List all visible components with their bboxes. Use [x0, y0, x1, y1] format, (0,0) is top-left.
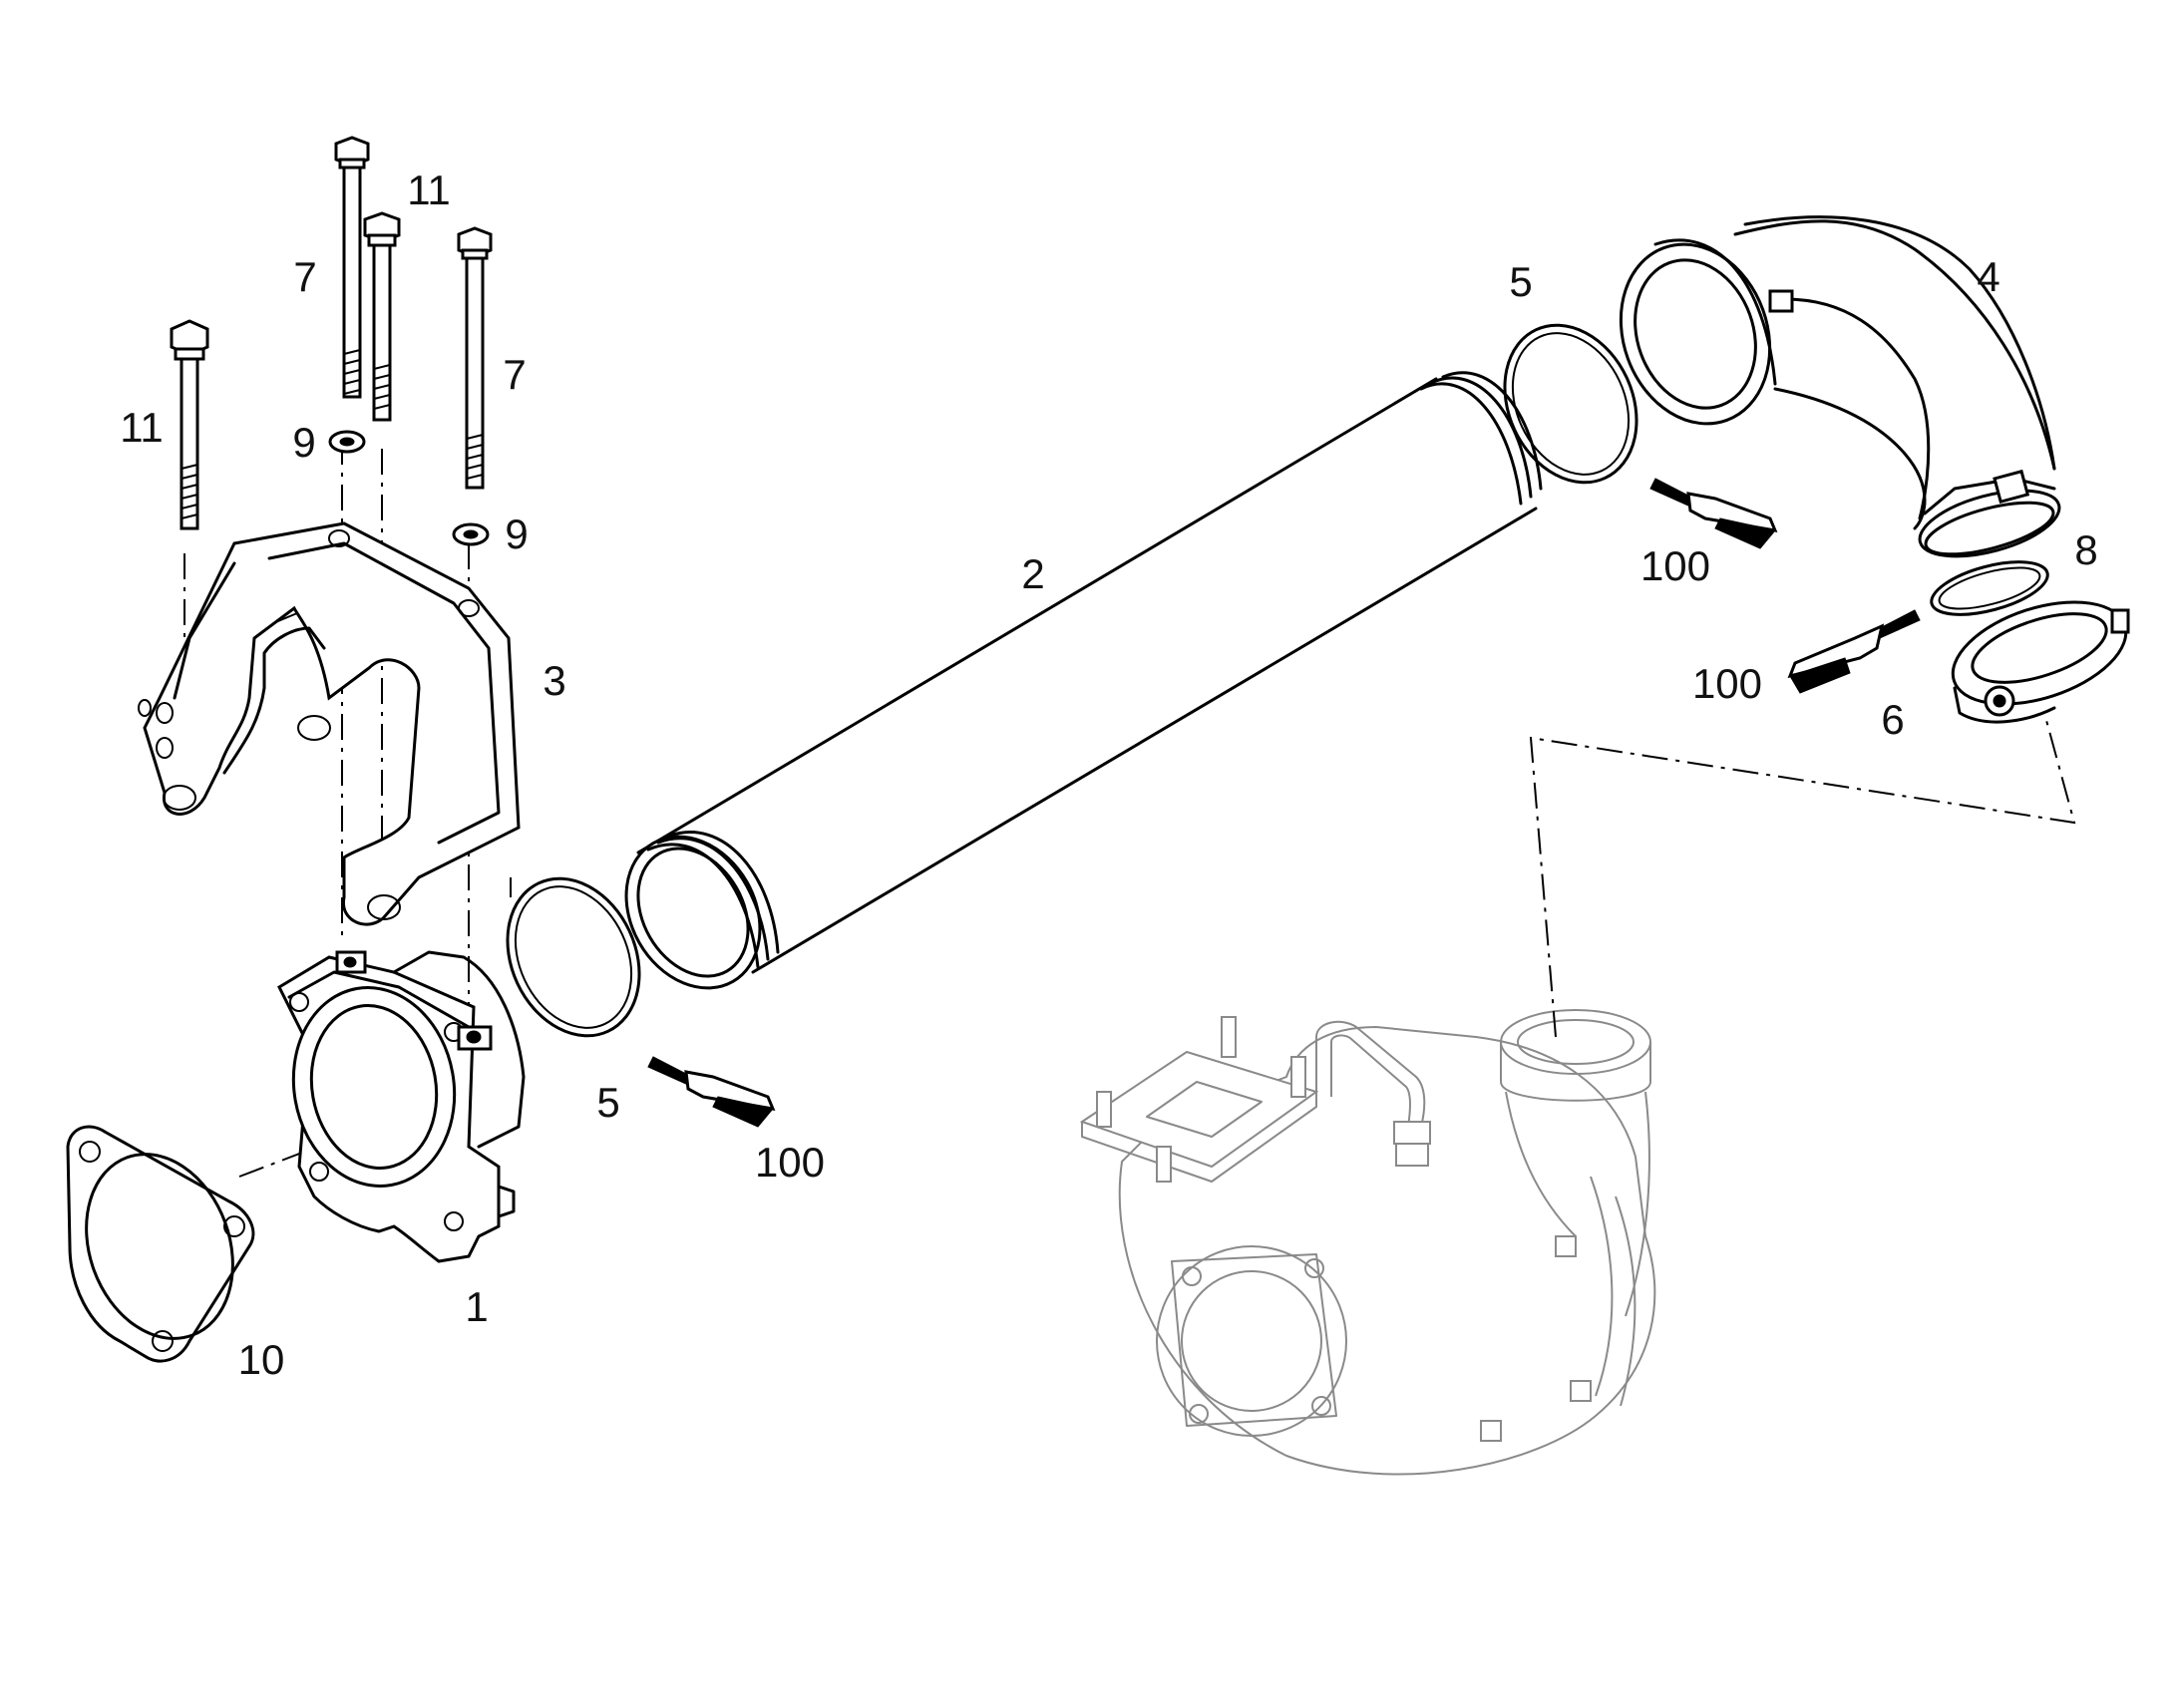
callout-5-upper: 5 — [1509, 258, 1532, 305]
part-3-bracket — [138, 521, 521, 926]
part-4-elbow — [1619, 215, 2061, 558]
callout-100-lower: 100 — [755, 1139, 825, 1186]
callout-labels: 1 2 3 4 5 5 6 7 7 8 9 9 10 11 11 100 100… — [120, 167, 2097, 1383]
callout-100-upper: 100 — [1640, 542, 1710, 589]
callout-4: 4 — [1977, 253, 1999, 300]
part-6-clamp — [1951, 600, 2130, 724]
part-5-seal-upper — [1503, 323, 1638, 485]
sealant-tube-lower — [647, 1056, 776, 1128]
callout-9-right: 9 — [505, 511, 528, 557]
part-8-seal-inner — [1938, 566, 2041, 610]
callout-2: 2 — [1021, 550, 1044, 597]
bolt-7-left — [334, 136, 370, 399]
part-8-seal — [1930, 560, 2049, 616]
sealant-tube-middle — [1787, 609, 1921, 694]
callout-5-lower: 5 — [596, 1079, 619, 1126]
callout-6: 6 — [1881, 696, 1904, 743]
bolt-11-left — [170, 319, 209, 530]
washer-9-right — [452, 522, 490, 546]
callout-8: 8 — [2074, 526, 2097, 573]
part-10-gasket — [66, 1125, 255, 1363]
callout-100-middle: 100 — [1692, 660, 1762, 707]
callout-11-top: 11 — [407, 167, 451, 213]
bolt-11-middle — [363, 211, 401, 422]
bolt-7-right — [457, 226, 493, 490]
turbocharger — [1079, 1009, 1656, 1476]
callout-10: 10 — [238, 1336, 285, 1383]
callout-3: 3 — [543, 657, 565, 704]
callout-7-left: 7 — [293, 253, 316, 300]
callout-1: 1 — [465, 1283, 488, 1330]
washer-9-left — [328, 430, 366, 454]
callout-11-left: 11 — [120, 404, 164, 451]
part-1-housing — [277, 950, 526, 1263]
part-5-seal-lower — [506, 876, 641, 1038]
callout-9-left: 9 — [292, 419, 315, 466]
part-2-pipe — [624, 371, 1543, 990]
sealant-tube-upper — [1649, 478, 1778, 549]
callout-7-right: 7 — [503, 351, 526, 398]
